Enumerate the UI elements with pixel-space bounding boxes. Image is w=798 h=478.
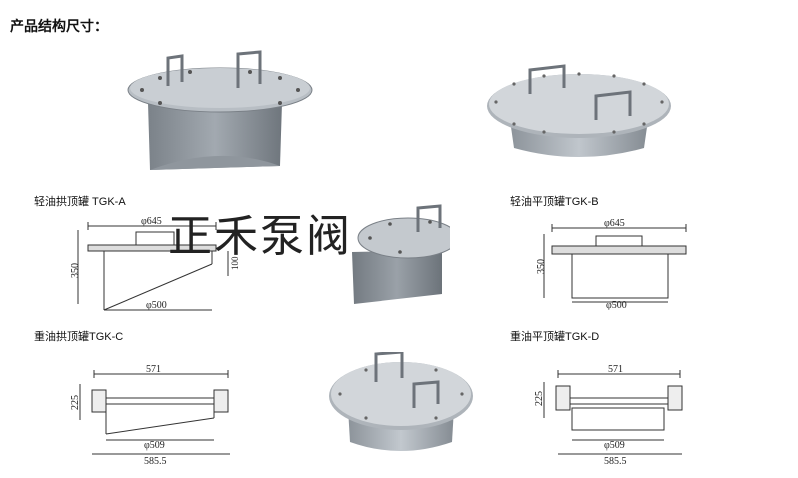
- tgk-a-skirt: [148, 103, 282, 170]
- handle-icon: [374, 352, 404, 382]
- tgk-b-caption: 轻油平顶罐TGK-B: [510, 196, 599, 208]
- tgk-b-dim-bottom: φ500: [606, 300, 627, 310]
- handle-icon: [594, 90, 632, 120]
- tgk-a-dim-top: φ645: [141, 216, 162, 227]
- tgk-c-dim-left: 225: [70, 395, 81, 410]
- handle-icon: [166, 54, 184, 86]
- tgk-c-caption: 重油拱顶罐TGK-C: [34, 331, 124, 343]
- handle-icon: [236, 50, 262, 88]
- tgk-c-dim-bottom-inner: φ509: [144, 440, 165, 451]
- tgk-d-dim-bottom-inner: φ509: [604, 440, 625, 451]
- tgk-a-photo: [127, 50, 313, 170]
- tgk-a-dim-left: 350: [70, 263, 81, 278]
- tgk-a-dim-bottom: φ500: [146, 300, 167, 311]
- handle-icon: [416, 204, 442, 232]
- tgk-a-dim-right: 100: [230, 256, 240, 270]
- handle-icon: [528, 64, 566, 94]
- tgk-d-drawing: 571 225 φ509 585.5: [534, 364, 683, 467]
- tgk-d-dim-top: 571: [608, 364, 623, 375]
- tgk-a-caption: 轻油拱顶罐 TGK-A: [34, 196, 126, 208]
- tgk-d-caption: 重油平顶罐TGK-D: [510, 331, 600, 343]
- tgk-c-drawing: 571 225 φ509 585.5: [70, 364, 230, 467]
- tgk-d-dim-left: 225: [534, 391, 545, 406]
- tgk-d-dim-bottom-outer: 585.5: [604, 456, 627, 467]
- tgk-b-drawing: φ645 350 φ500: [536, 218, 687, 310]
- bottom-flat-photo: [329, 352, 473, 451]
- handle-icon: [412, 380, 440, 408]
- tgk-a-drawing: φ645 350 100 φ500: [70, 216, 240, 311]
- center-dome-photo: [352, 204, 450, 304]
- tgk-b-dim-top: φ645: [604, 218, 625, 229]
- tgk-b-dim-left: 350: [536, 259, 547, 274]
- tgk-b-photo: [487, 64, 671, 157]
- watermark-text: 正禾泵阀: [168, 211, 352, 262]
- tgk-c-dim-top: 571: [146, 364, 161, 375]
- page-title: 产品结构尺寸：: [10, 19, 108, 35]
- tgk-c-dim-bottom-outer: 585.5: [144, 456, 167, 467]
